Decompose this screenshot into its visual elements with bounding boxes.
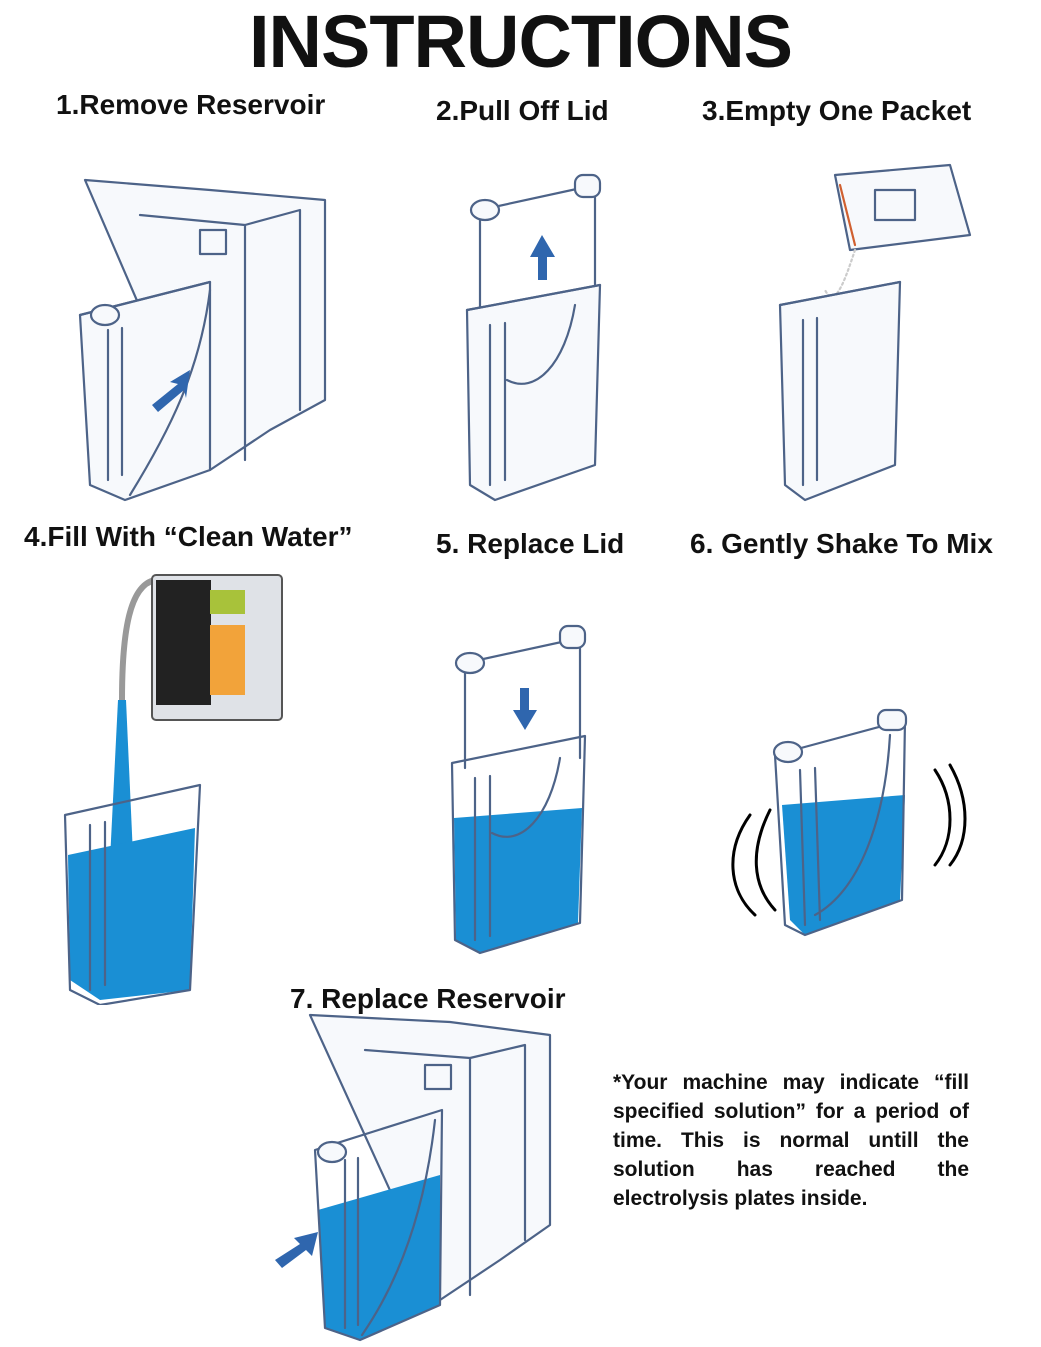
reservoir-body <box>467 285 600 500</box>
step-3-illustration <box>775 160 975 505</box>
page-title: INSTRUCTIONS <box>0 2 1041 82</box>
lid-hinge <box>575 175 600 197</box>
packet-icon <box>835 165 970 250</box>
reservoir-cap <box>318 1142 346 1162</box>
water-fill <box>454 808 582 953</box>
lid-hinge <box>878 710 906 730</box>
powder-stream <box>825 250 855 296</box>
water-hose <box>122 580 155 700</box>
step-6-label: 6. Gently Shake To Mix <box>690 527 993 561</box>
push-down-arrow-icon <box>513 688 537 730</box>
insert-arrow-icon <box>275 1232 318 1268</box>
machine-buttons <box>210 625 245 695</box>
step-4-illustration <box>60 570 300 1005</box>
reservoir-body <box>780 282 900 500</box>
pull-up-arrow-icon <box>530 235 555 280</box>
water-fill <box>68 828 195 1000</box>
machine-display <box>210 590 245 614</box>
step-5-label: 5. Replace Lid <box>436 527 624 561</box>
shake-motion-right-icon <box>935 765 965 865</box>
machine-dark-panel <box>156 580 211 705</box>
reservoir-cap <box>91 305 119 325</box>
step-6-illustration <box>720 700 980 950</box>
lid-cap <box>456 653 484 673</box>
step-2-illustration <box>455 165 615 505</box>
lid-cap <box>471 200 499 220</box>
step-3-label: 3.Empty One Packet <box>702 94 971 128</box>
step-1-label: 1.Remove Reservoir <box>56 88 325 122</box>
step-7-illustration <box>270 1010 560 1345</box>
step-2-label: 2.Pull Off Lid <box>436 94 609 128</box>
step-4-label: 4.Fill With “Clean Water” <box>24 520 353 554</box>
note-text: *Your machine may indicate “fill specifi… <box>613 1068 969 1213</box>
lid-hinge <box>560 626 585 648</box>
step-5-illustration <box>440 618 600 958</box>
lid-cap <box>774 742 802 762</box>
step-1-illustration <box>60 170 350 510</box>
shake-motion-left-icon <box>733 810 775 915</box>
